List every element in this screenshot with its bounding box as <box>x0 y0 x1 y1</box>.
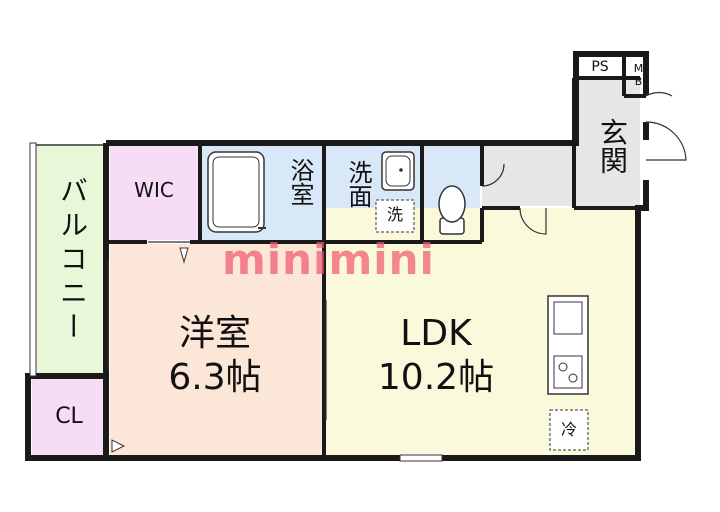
bathtub-icon <box>207 151 265 233</box>
mb-label: MB <box>632 62 645 88</box>
wic-area <box>110 145 198 240</box>
sink-icon <box>381 151 415 191</box>
washer-label: 洗 <box>386 205 403 224</box>
closet-area <box>32 378 106 456</box>
wic-label: WIC <box>134 178 174 202</box>
watermark: minimini <box>222 235 435 284</box>
fridge-label: 冷 <box>560 420 577 439</box>
walls <box>25 51 649 461</box>
ldk-size: 10.2帖 <box>377 357 495 398</box>
ldk-name: LDK <box>400 313 472 354</box>
washroom-label: 洗面 <box>344 160 372 208</box>
stove-icon <box>553 355 583 389</box>
hall-area <box>482 145 574 206</box>
entrance-label: 玄関 <box>596 118 629 174</box>
toilet-icon <box>438 185 466 235</box>
washer-space <box>375 199 415 233</box>
western-room-area <box>110 244 322 456</box>
ps-area <box>576 56 624 78</box>
closet-label: CL <box>55 404 83 429</box>
balcony-area <box>31 144 107 376</box>
western-room-size: 6.3帖 <box>168 357 262 398</box>
interior-walls <box>106 56 646 458</box>
ps-label: PS <box>591 59 609 75</box>
fridge-space <box>549 409 589 451</box>
sliding-doors <box>107 240 443 462</box>
doors <box>481 91 687 235</box>
kitchen-sink-icon <box>553 301 583 335</box>
balcony-label: バルコニー <box>56 176 89 346</box>
balcony-rail <box>29 142 37 377</box>
western-room-name: 洋室 <box>178 313 251 354</box>
entrance-area <box>576 78 640 206</box>
bath-label: 浴室 <box>286 158 314 206</box>
